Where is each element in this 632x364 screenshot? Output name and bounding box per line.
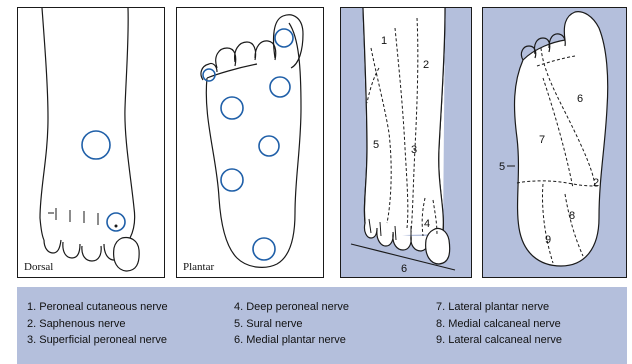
plantar-zone-number-5: 5 — [499, 161, 505, 173]
dorsal-nerve-map-drawing: 1 2 5 3 4 6 — [341, 8, 472, 278]
legend-column-1: 1. Peroneal cutaneous nerve 2. Saphenous… — [27, 299, 168, 349]
plantar-foot-drawing — [177, 8, 324, 278]
legend-column-2: 4. Deep peroneal nerve 5. Sural nerve 6.… — [234, 299, 349, 349]
zone-number-2: 2 — [423, 59, 429, 71]
plantar-nerve-map-panel: 6 7 5 2 8 9 — [482, 7, 627, 278]
nerve-legend: 1. Peroneal cutaneous nerve 2. Saphenous… — [17, 287, 627, 364]
legend-item: 3. Superficial peroneal nerve — [27, 332, 168, 349]
dorsal-panel: Dorsal — [17, 7, 165, 278]
legend-item: 1. Peroneal cutaneous nerve — [27, 299, 168, 316]
zone-number-6: 6 — [401, 263, 407, 275]
plantar-test-site-lateral-midfoot — [221, 169, 243, 191]
plantar-test-site-little-toe — [203, 69, 215, 81]
legend-item: 9. Lateral calcaneal nerve — [436, 332, 562, 349]
zone-number-1: 1 — [381, 35, 387, 47]
zone-number-4: 4 — [424, 218, 430, 230]
plantar-test-site-first-metatarsal — [270, 77, 290, 97]
plantar-test-site-lateral-forefoot — [221, 97, 243, 119]
zone-number-5: 5 — [373, 139, 379, 151]
plantar-zone-number-9: 9 — [545, 234, 551, 246]
legend-column-3: 7. Lateral plantar nerve 8. Medial calca… — [436, 299, 562, 349]
plantar-zone-number-7: 7 — [539, 134, 545, 146]
plantar-test-site-medial-midfoot — [259, 136, 279, 156]
legend-item: 8. Medial calcaneal nerve — [436, 316, 562, 333]
dorsal-test-site-web-space — [107, 213, 125, 231]
plantar-zone-number-8: 8 — [569, 210, 575, 222]
legend-item: 4. Deep peroneal nerve — [234, 299, 349, 316]
legend-item: 6. Medial plantar nerve — [234, 332, 349, 349]
dorsal-label: Dorsal — [24, 261, 53, 273]
plantar-test-site-great-toe — [275, 29, 293, 47]
dorsal-foot-drawing — [18, 8, 165, 278]
plantar-zone-number-2: 2 — [593, 177, 599, 189]
plantar-panel: Plantar — [176, 7, 324, 278]
plantar-nerve-map-drawing: 6 7 5 2 8 9 — [483, 8, 627, 278]
plantar-test-site-heel — [253, 238, 275, 260]
legend-item: 5. Sural nerve — [234, 316, 349, 333]
legend-item: 2. Saphenous nerve — [27, 316, 168, 333]
dorsal-nerve-map-panel: 1 2 5 3 4 6 — [340, 7, 472, 278]
plantar-zone-number-6: 6 — [577, 93, 583, 105]
dorsal-test-site-midfoot — [82, 131, 110, 159]
legend-item: 7. Lateral plantar nerve — [436, 299, 562, 316]
zone-number-3: 3 — [411, 144, 417, 156]
plantar-label: Plantar — [183, 261, 214, 273]
